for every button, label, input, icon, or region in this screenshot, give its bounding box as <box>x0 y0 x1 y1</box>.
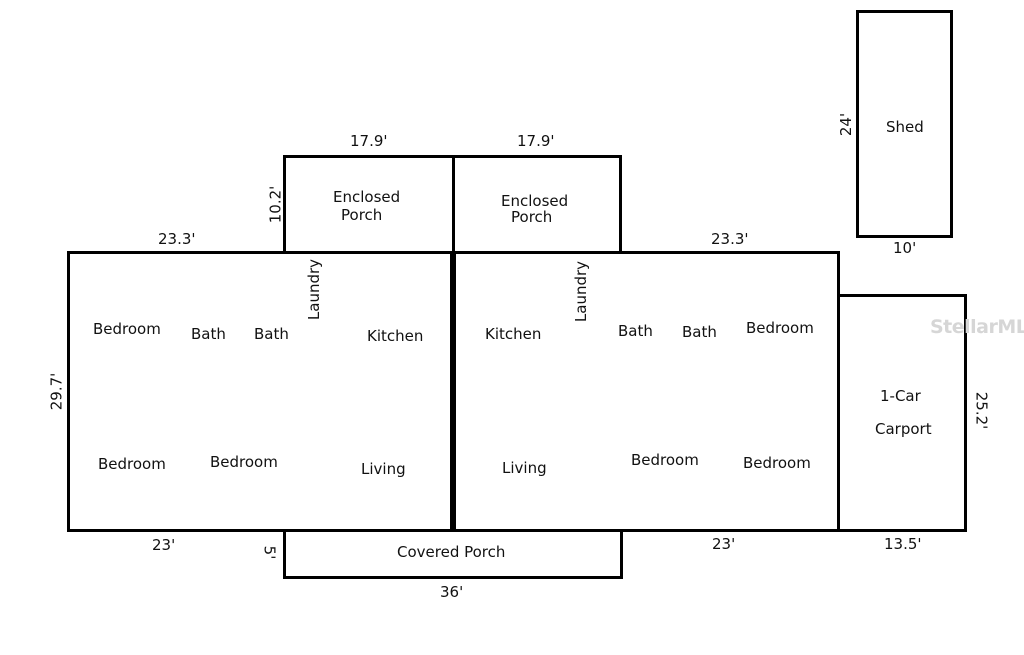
unit-left-laundry: Laundry <box>305 258 324 321</box>
carport-width-dim: 13.5' <box>884 535 922 553</box>
unit-left <box>67 251 456 532</box>
unit-right-bedroom-1: Bedroom <box>746 319 814 337</box>
enclosed-porch-left <box>283 155 455 255</box>
unit-right-bath-1: Bath <box>618 322 653 340</box>
unit-right-top-dim: 23.3' <box>711 230 749 248</box>
carport-line2: Carport <box>875 420 932 438</box>
unit-right-bottom-dim: 23' <box>712 535 736 553</box>
shed-height-dim: 24' <box>837 112 856 137</box>
unit-right-living: Living <box>502 459 547 477</box>
unit-left-side-dim: 29.7' <box>47 372 66 411</box>
unit-left-bath-2: Bath <box>254 325 289 343</box>
unit-left-bedroom-1: Bedroom <box>93 320 161 338</box>
shed-label: Shed <box>886 118 924 136</box>
enclosed-porch-right-line2: Porch <box>511 208 553 226</box>
enclosed-porch-right-width-dim: 17.9' <box>517 132 555 150</box>
enclosed-porch-right-line1: Enclosed <box>501 192 569 210</box>
carport <box>837 294 967 532</box>
unit-left-bath-1: Bath <box>191 325 226 343</box>
enclosed-porch-left-width-dim: 17.9' <box>350 132 388 150</box>
carport-height-dim: 25.2' <box>972 391 991 430</box>
covered-porch <box>283 529 623 579</box>
covered-porch-label: Covered Porch <box>397 543 506 561</box>
party-wall <box>450 251 456 532</box>
shed-width-dim: 10' <box>893 239 917 257</box>
unit-right-bedroom-2: Bedroom <box>631 451 699 469</box>
covered-porch-depth-dim: 5' <box>260 545 279 560</box>
unit-left-bedroom-2: Bedroom <box>98 455 166 473</box>
enclosed-porch-left-line1: Enclosed <box>333 188 401 206</box>
unit-right-laundry: Laundry <box>572 260 591 323</box>
unit-left-top-dim: 23.3' <box>158 230 196 248</box>
unit-left-bottom-dim: 23' <box>152 536 176 554</box>
unit-right-bath-2: Bath <box>682 323 717 341</box>
covered-porch-width-dim: 36' <box>440 583 464 601</box>
unit-right <box>453 251 840 532</box>
unit-left-kitchen: Kitchen <box>367 327 424 345</box>
enclosed-porch-left-line2: Porch <box>341 206 383 224</box>
unit-left-bedroom-3: Bedroom <box>210 453 278 471</box>
unit-right-kitchen: Kitchen <box>485 325 542 343</box>
unit-right-bedroom-3: Bedroom <box>743 454 811 472</box>
watermark-logo: StellarMLS <box>930 316 1024 338</box>
carport-line1: 1-Car <box>880 387 921 405</box>
enclosed-porch-height-dim: 10.2' <box>266 185 285 224</box>
unit-left-living: Living <box>361 460 406 478</box>
shed <box>856 10 953 238</box>
